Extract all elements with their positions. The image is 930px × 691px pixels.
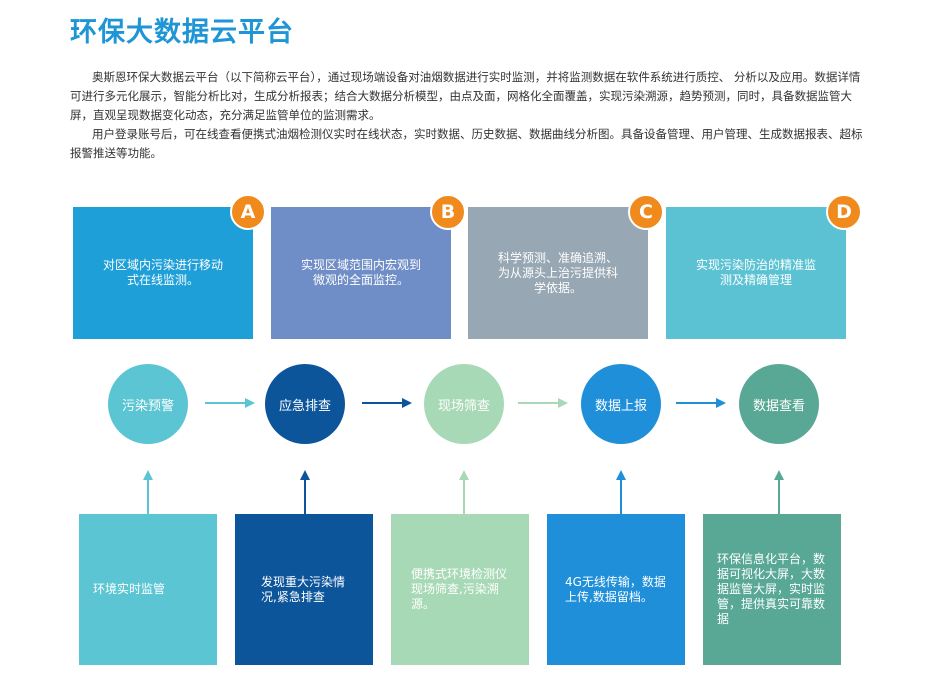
feature-card-text: 实现区域范围内宏观到微观的全面监控。 [300, 258, 421, 287]
detail-box-transmission: 4G无线传输，数据上传,数据留档。 [547, 514, 685, 665]
detail-box-text: 环保信息化平台，数据可视化大屏，大数据监管大屏，实时监管，提供真实可靠数据 [717, 552, 826, 626]
detail-box-monitoring: 环境实时监管 [79, 514, 217, 665]
arrow-right-icon [518, 398, 568, 408]
detail-box-text: 环境实时监管 [93, 582, 166, 596]
badge-b: B [430, 194, 466, 230]
intro-paragraph-1: 奥斯恩环保大数据云平台（以下简称云平台），通过现场端设备对油烟数据进行实时监测，… [70, 70, 861, 122]
feature-card-text: 科学预测、准确追溯、为从源头上治污提供科学依据。 [497, 250, 618, 295]
badge-a: A [230, 194, 266, 230]
step-circle-data-report: 数据上报 [581, 364, 661, 444]
feature-card-a: 对区域内污染进行移动式在线监测。 [73, 207, 253, 339]
arrow-right-icon [205, 398, 255, 408]
badge-d: D [826, 194, 862, 230]
arrow-up-icon [774, 470, 784, 514]
detail-box-platform: 环保信息化平台，数据可视化大屏，大数据监管大屏，实时监管，提供真实可靠数据 [703, 514, 841, 665]
detail-box-text: 便携式环境检测仪现场筛查,污染溯源。 [411, 567, 508, 611]
feature-card-text: 实现污染防治的精准监测及精确管理 [695, 258, 816, 287]
detail-box-text: 4G无线传输，数据上传,数据留档。 [565, 574, 666, 604]
arrow-up-icon [616, 470, 626, 514]
step-circle-data-view: 数据查看 [739, 364, 819, 444]
arrow-up-icon [300, 470, 310, 514]
step-circle-onsite-screening: 现场筛查 [424, 364, 504, 444]
feature-card-text: 对区域内污染进行移动式在线监测。 [102, 258, 223, 287]
arrow-up-icon [459, 470, 469, 514]
step-circle-emergency-check: 应急排查 [265, 364, 345, 444]
detail-box-emergency: 发现重大污染情况,紧急排查 [235, 514, 373, 665]
detail-box-text: 发现重大污染情况,紧急排查 [261, 574, 346, 604]
feature-card-c: 科学预测、准确追溯、为从源头上治污提供科学依据。 [468, 207, 648, 339]
badge-c: C [628, 194, 664, 230]
feature-card-b: 实现区域范围内宏观到微观的全面监控。 [271, 207, 451, 339]
feature-card-d: 实现污染防治的精准监测及精确管理 [666, 207, 846, 339]
intro-paragraph-2: 用户登录账号后，可在线查看便携式油烟检测仪实时在线状态，实时数据、历史数据、数据… [70, 127, 863, 160]
arrow-up-icon [143, 470, 153, 514]
arrow-right-icon [676, 398, 726, 408]
detail-box-screening: 便携式环境检测仪现场筛查,污染溯源。 [391, 514, 529, 665]
page-title: 环保大数据云平台 [70, 17, 294, 48]
arrow-right-icon [362, 398, 412, 408]
step-circle-pollution-warning: 污染预警 [108, 364, 188, 444]
